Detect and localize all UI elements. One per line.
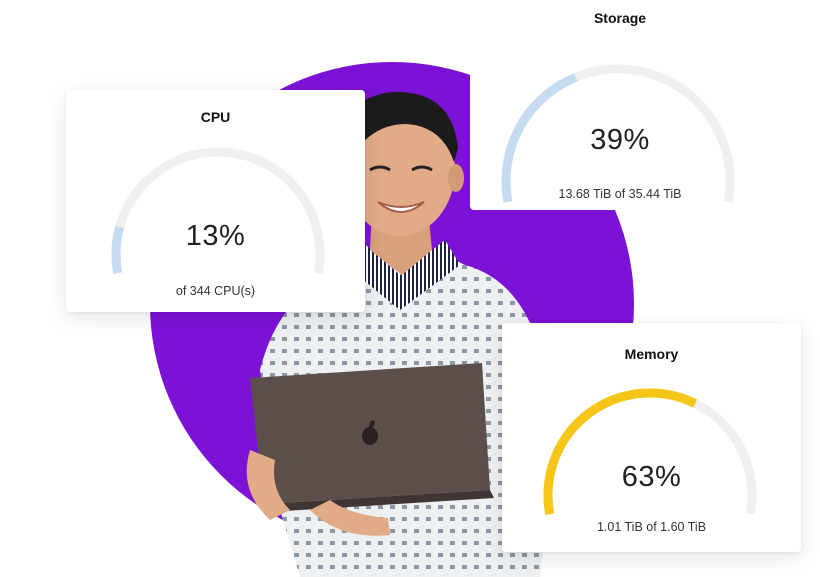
memory-gauge-track (543, 388, 757, 515)
memory-gauge-fill (543, 388, 698, 515)
cpu-gauge-fill (111, 225, 125, 274)
memory-percent-value: 63% (621, 461, 682, 493)
person-with-laptop-illustration (246, 91, 550, 577)
cpu-usage-card: CPU 13% of 344 CPU(s) (66, 90, 365, 312)
storage-gauge-fill (501, 73, 578, 203)
apple-logo-icon (362, 420, 378, 445)
storage-card-title: Storage (593, 10, 647, 26)
memory-capacity-text: 1.01 TiB of 1.60 TiB (596, 520, 707, 534)
memory-usage-card: Memory 63% 1.01 TiB of 1.60 TiB (502, 323, 801, 552)
memory-gauge (543, 388, 757, 515)
storage-usage-card: Storage 39% 13.68 TiB of 35.44 TiB (470, 0, 770, 210)
cpu-capacity-text: of 344 CPU(s) (175, 284, 256, 298)
cpu-percent-value: 13% (185, 220, 246, 252)
cpu-gauge-track (111, 147, 325, 274)
cpu-card-title: CPU (200, 109, 231, 125)
storage-gauge (501, 64, 735, 203)
memory-card-title: Memory (624, 346, 679, 362)
cpu-gauge (111, 147, 325, 274)
storage-capacity-text: 13.68 TiB of 35.44 TiB (558, 187, 682, 201)
storage-percent-value: 39% (590, 124, 650, 156)
